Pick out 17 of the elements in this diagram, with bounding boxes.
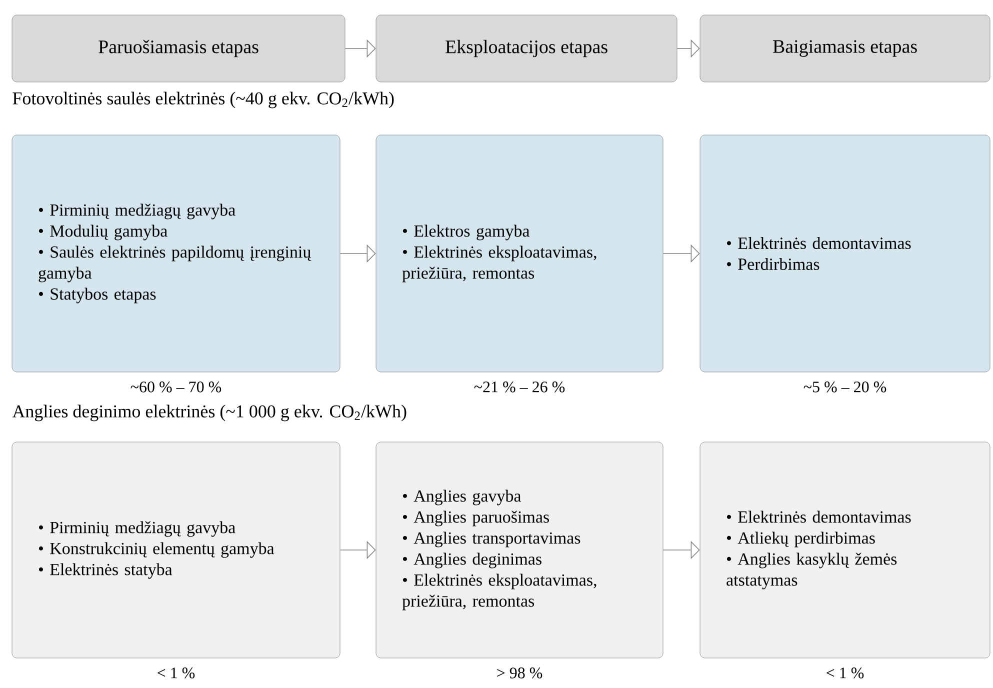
process-box: • Elektros gamyba • Elektrinės eksploatavimas, priežiūra, remontas [376, 134, 664, 372]
stage-box: Paruošiamasis etapas [12, 14, 346, 82]
percentage-label: > 98 % [497, 668, 542, 678]
percentage-label: ~21 % – 26 % [474, 382, 565, 392]
process-box: • Elektrinės demontavimas • Perdirbimas [700, 134, 990, 372]
process-box: • Pirminių medžiagų gavyba • Konstrukcinių elementų gamyba • Elektrinės statyba [12, 442, 340, 658]
stage-box: Eksploatacijos etapas [376, 14, 678, 82]
section-heading: Fotovoltinės saulės elektrinės (~40 g ekv. CO$_{2}$/kWh) [12, 92, 394, 108]
percentage-label: < 1 % [826, 668, 864, 678]
percentage-label: ~5 % – 20 % [804, 382, 886, 392]
percentage-label: ~60 % – 70 % [130, 382, 222, 392]
process-box: • Anglies gavyba • Anglies paruošimas • Anglies transportavimas • Anglies deginimas • Elektrinės eksploatavimas, priežiūra, remontas [376, 442, 664, 658]
process-box: • Pirminių medžiagų gavyba • Modulių gamyba • Saulės elektrinės papildomų įrenginių gamyba • Statybos etapas [12, 134, 340, 372]
process-box: • Elektrinės demontavimas • Atliekų perdirbimas • Anglies kasyklų žemės atstatymas [700, 442, 990, 658]
percentage-label: < 1 % [158, 668, 195, 678]
section-heading: Anglies deginimo elektrinės (~1 000 g ekv. CO$_{2}$/kWh) [12, 404, 406, 422]
stage-box: Baigiamasis etapas [700, 14, 990, 82]
